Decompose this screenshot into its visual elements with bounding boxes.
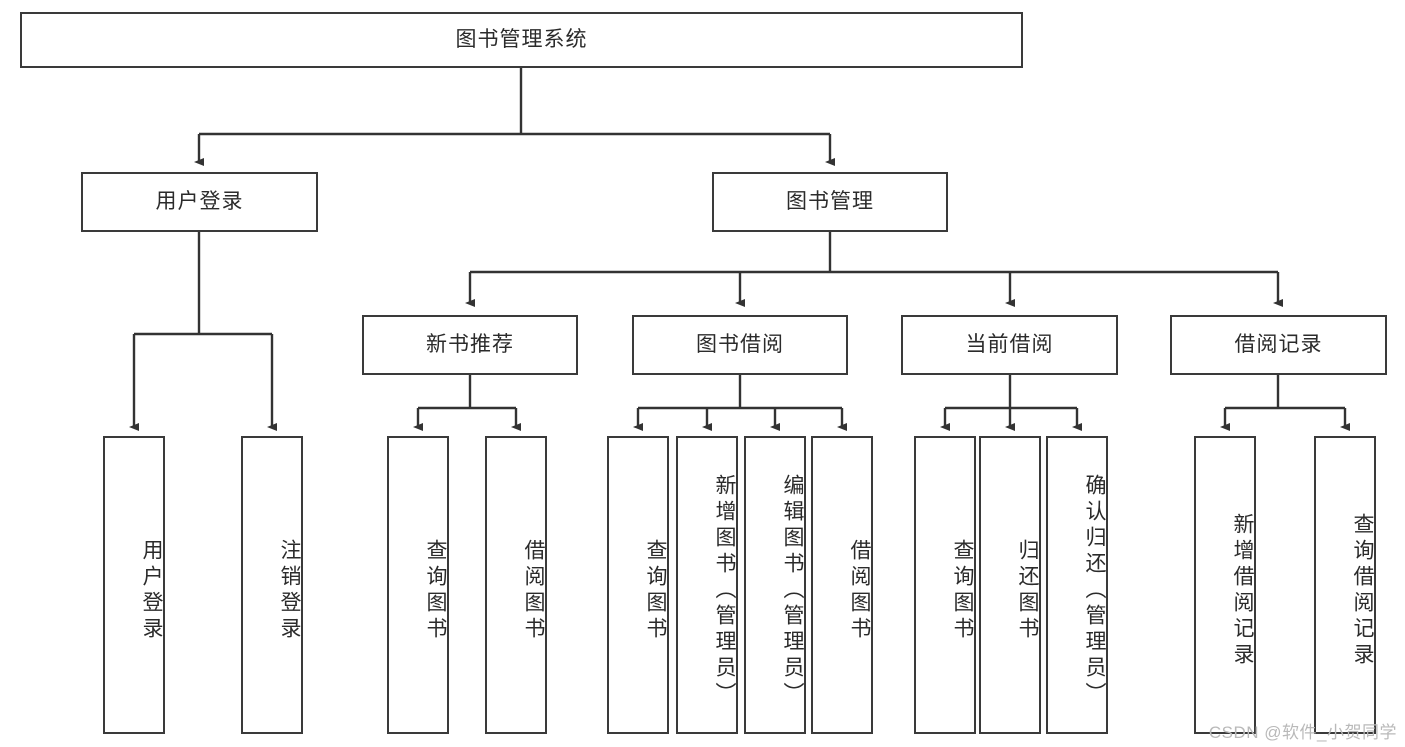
node-label: 图书管理	[786, 190, 874, 214]
node-label: 归还图书	[1016, 539, 1039, 643]
node-current-borrow[interactable]: 当前借阅	[901, 315, 1118, 375]
node-new-book-recommend[interactable]: 新书推荐	[362, 315, 578, 375]
leaf-edit-book[interactable]: 编辑图书（管理员）	[744, 436, 806, 734]
leaf-query-book-3[interactable]: 查询图书	[914, 436, 976, 734]
node-label: 查询图书	[951, 539, 974, 643]
leaf-confirm-return[interactable]: 确认归还（管理员）	[1046, 436, 1108, 734]
node-label: 图书借阅	[696, 333, 784, 357]
leaf-add-book[interactable]: 新增图书（管理员）	[676, 436, 738, 734]
node-label: 查询图书	[644, 539, 667, 643]
leaf-query-book-2[interactable]: 查询图书	[607, 436, 669, 734]
node-label: 新增借阅记录	[1231, 513, 1254, 669]
node-book-borrow[interactable]: 图书借阅	[632, 315, 848, 375]
node-label: 注销登录	[278, 539, 301, 643]
node-label: 确认归还（管理员）	[1083, 474, 1106, 708]
node-label: 图书管理系统	[455, 28, 588, 52]
node-label: 编辑图书（管理员）	[781, 474, 804, 708]
node-label: 新增图书（管理员）	[713, 474, 736, 708]
node-book-manage[interactable]: 图书管理	[712, 172, 948, 232]
node-label: 查询借阅记录	[1351, 513, 1374, 669]
node-label: 借阅记录	[1234, 333, 1323, 357]
leaf-add-record[interactable]: 新增借阅记录	[1194, 436, 1256, 734]
node-label: 用户登录	[155, 190, 244, 214]
node-label: 新书推荐	[426, 333, 514, 357]
node-user-login[interactable]: 用户登录	[81, 172, 318, 232]
node-label: 借阅图书	[848, 539, 871, 643]
leaf-query-book-1[interactable]: 查询图书	[387, 436, 449, 734]
leaf-query-record[interactable]: 查询借阅记录	[1314, 436, 1376, 734]
node-borrow-record[interactable]: 借阅记录	[1170, 315, 1387, 375]
node-root-system[interactable]: 图书管理系统	[20, 12, 1023, 68]
leaf-logout-login[interactable]: 注销登录	[241, 436, 303, 734]
leaf-return-book[interactable]: 归还图书	[979, 436, 1041, 734]
node-label: 当前借阅	[965, 333, 1054, 357]
leaf-user-login[interactable]: 用户登录	[103, 436, 165, 734]
csdn-watermark: CSDN @软件_小贺同学	[1208, 723, 1397, 742]
leaf-borrow-book-1[interactable]: 借阅图书	[485, 436, 547, 734]
leaf-borrow-book-2[interactable]: 借阅图书	[811, 436, 873, 734]
node-label: 用户登录	[140, 539, 163, 643]
node-label: 查询图书	[424, 539, 447, 643]
node-label: 借阅图书	[522, 539, 545, 643]
